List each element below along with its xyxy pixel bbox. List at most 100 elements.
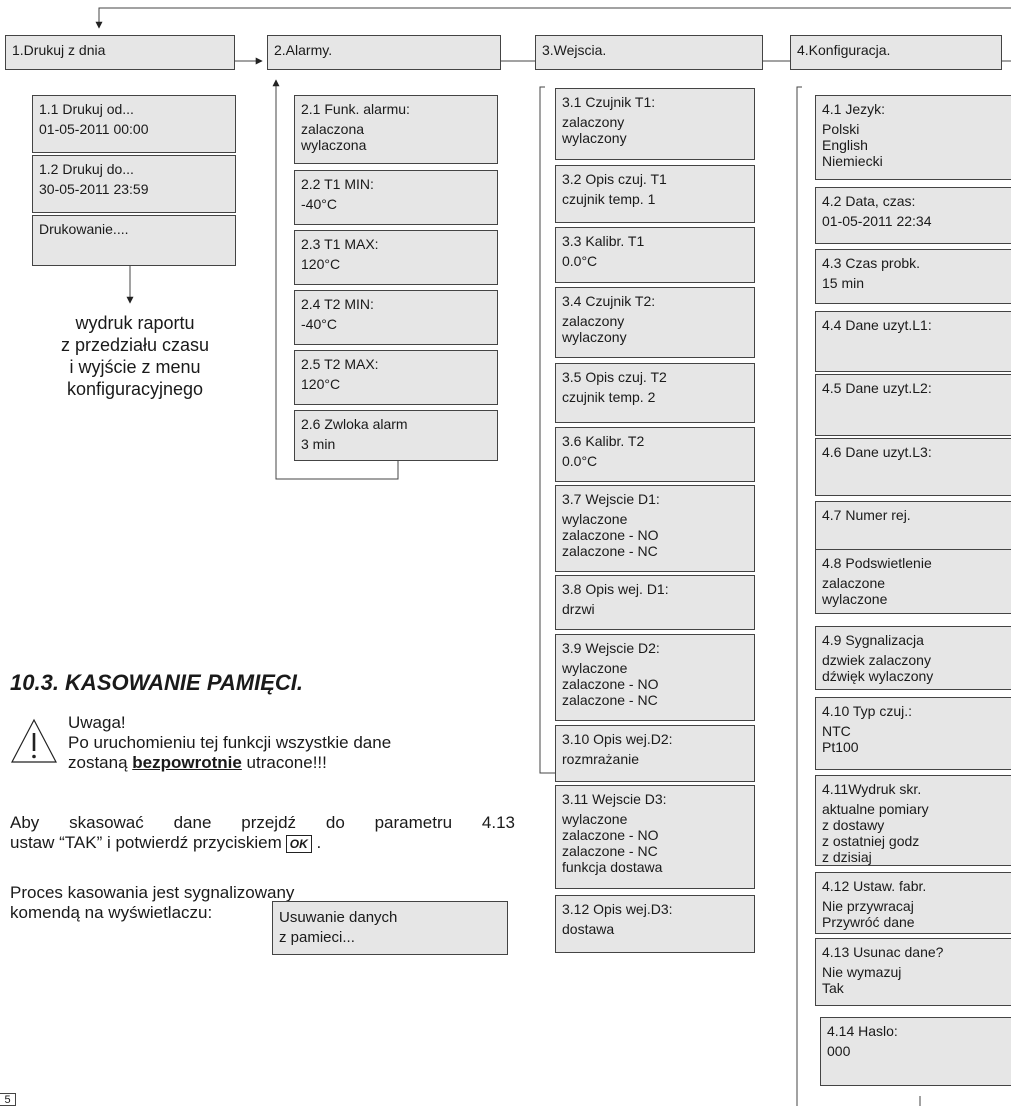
menu-item-option: wylaczony — [562, 329, 627, 345]
menu-item-option: zalaczona — [301, 121, 365, 137]
menu-item-title: 4.1 Jezyk: — [822, 101, 886, 117]
menu-item-option: zalaczone - NC — [562, 843, 658, 859]
menu-item-option: Tak — [822, 980, 844, 996]
menu-item-title: 3.6 Kalibr. T2 — [562, 433, 645, 449]
menu-item-option: zalaczone - NO — [562, 676, 659, 692]
menu-item-option: wylaczony — [562, 130, 627, 146]
menu-item-title: Drukowanie.... — [39, 221, 129, 237]
menu-item-title: 2.2 T1 MIN: — [301, 176, 374, 192]
menu-item-2-4: 2.4 T2 MIN: -40°C — [294, 290, 498, 345]
warning-text: Uwaga! Po uruchomieniu tej funkcji wszys… — [68, 713, 448, 773]
menu-item-option: wylaczone — [562, 511, 628, 527]
menu-item-1-3: Drukowanie.... — [32, 215, 236, 266]
menu-item-2-6: 2.6 Zwloka alarm 3 min — [294, 410, 498, 461]
menu-item-option: czujnik temp. 1 — [562, 191, 656, 207]
menu-item-option: funkcja dostawa — [562, 859, 663, 875]
menu-item-option: Pt100 — [822, 739, 859, 755]
page-number: 5 — [0, 1093, 16, 1106]
menu-item-4-5: 4.5 Dane uzyt.L2: — [815, 374, 1011, 436]
menu-item-option: 15 min — [822, 275, 865, 291]
menu-item-option: dźwięk wylaczony — [822, 668, 934, 684]
menu-item-option: wylaczone — [562, 811, 628, 827]
menu-item-title: 2.3 T1 MAX: — [301, 236, 379, 252]
menu-item-title: 3.3 Kalibr. T1 — [562, 233, 645, 249]
menu-item-option: 3 min — [301, 436, 336, 452]
menu-item-3-8: 3.8 Opis wej. D1:drzwi — [555, 575, 755, 630]
menu-item-title: 2.4 T2 MIN: — [301, 296, 374, 312]
menu-item-option: rozmrażanie — [562, 751, 640, 767]
menu-item-2-2: 2.2 T1 MIN: -40°C — [294, 170, 498, 225]
menu-item-title: 4.10 Typ czuj.: — [822, 703, 913, 719]
warning-emphasis: bezpowrotnie — [132, 753, 242, 772]
menu-item-option: dostawa — [562, 921, 615, 937]
menu-item-option: 01-05-2011 22:34 — [822, 213, 932, 229]
menu-item-option: zalaczone - NC — [562, 543, 658, 559]
menu-item-4-3: 4.3 Czas probk. 15 min — [815, 249, 1011, 304]
menu-item-4-4: 4.4 Dane uzyt.L1: — [815, 311, 1011, 372]
menu-item-option: zalaczone - NO — [562, 827, 659, 843]
menu-item-1-2: 1.2 Drukuj do...30-05-2011 23:59 — [32, 155, 236, 213]
menu-item-option: z dzisiaj — [822, 849, 872, 865]
menu-konfiguracja: 4.Konfiguracja. — [790, 35, 1002, 70]
menu-item-title: 4.8 Podswietlenie — [822, 555, 932, 571]
menu-item-2-3: 2.3 T1 MAX: 120°C — [294, 230, 498, 285]
menu-item-option: NTC — [822, 723, 851, 739]
menu-item-title: 1.1 Drukuj od... — [39, 101, 134, 117]
menu-item-option: czujnik temp. 2 — [562, 389, 656, 405]
menu-item-title: 4.12 Ustaw. fabr. — [822, 878, 927, 894]
menu-item-title: 3.8 Opis wej. D1: — [562, 581, 669, 597]
menu-item-title: 3.10 Opis wej.D2: — [562, 731, 673, 747]
print-note: wydruk raportu z przedziału czasu i wyjś… — [60, 313, 210, 399]
menu-item-option: 120°C — [301, 256, 341, 272]
menu-item-title: 2.5 T2 MAX: — [301, 356, 379, 372]
menu-item-title: 4.3 Czas probk. — [822, 255, 921, 271]
menu-item-title: 4.7 Numer rej. — [822, 507, 911, 523]
menu-item-title: 1.2 Drukuj do... — [39, 161, 134, 177]
menu-item-option: z ostatniej godz — [822, 833, 920, 849]
menu-item-option: zalaczony — [562, 114, 625, 130]
menu-item-option: Niemiecki — [822, 153, 883, 169]
menu-drukuj-z-dnia: 1.Drukuj z dnia — [5, 35, 235, 70]
menu-wejscia: 3.Wejscia. — [535, 35, 763, 70]
menu-item-title: 3.1 Czujnik T1: — [562, 94, 656, 110]
warning-icon — [11, 718, 57, 763]
menu-item-4-2: 4.2 Data, czas:01-05-2011 22:34 — [815, 187, 1011, 244]
menu-item-option: -40°C — [301, 196, 337, 212]
menu-item-option: 120°C — [301, 376, 341, 392]
menu-item-title: 4.9 Sygnalizacja — [822, 632, 924, 648]
instruction-paragraph: Aby skasować dane przejdź do parametru 4… — [10, 813, 515, 853]
menu-item-option: 01-05-2011 00:00 — [39, 121, 149, 137]
warning-line-2: zostaną bezpowrotnie utracone!!! — [68, 753, 327, 772]
section-heading: 10.3. KASOWANIE PAMIĘCI. — [10, 670, 303, 695]
menu-item-title: 3.7 Wejscie D1: — [562, 491, 660, 507]
menu-item-option: z dostawy — [822, 817, 885, 833]
menu-item-option: Polski — [822, 121, 860, 137]
menu-item-option: wylaczone — [562, 660, 628, 676]
menu-item-option: Przywróć dane — [822, 914, 915, 930]
menu-item-option: zalaczony — [562, 313, 625, 329]
menu-item-option: 000 — [827, 1043, 851, 1059]
menu-item-title: 4.11Wydruk skr. — [822, 781, 922, 797]
menu-item-option: Nie wymazuj — [822, 964, 902, 980]
menu-item-option: -40°C — [301, 316, 337, 332]
menu-item-3-12: 3.12 Opis wej.D3: dostawa — [555, 895, 755, 953]
menu-item-title: 2.6 Zwloka alarm — [301, 416, 408, 432]
menu-item-title: 3.12 Opis wej.D3: — [562, 901, 673, 917]
warning-line-1: Po uruchomieniu tej funkcji wszystkie da… — [68, 733, 392, 752]
warning-title: Uwaga! — [68, 713, 126, 732]
menu-item-2-5: 2.5 T2 MAX: 120°C — [294, 350, 498, 405]
